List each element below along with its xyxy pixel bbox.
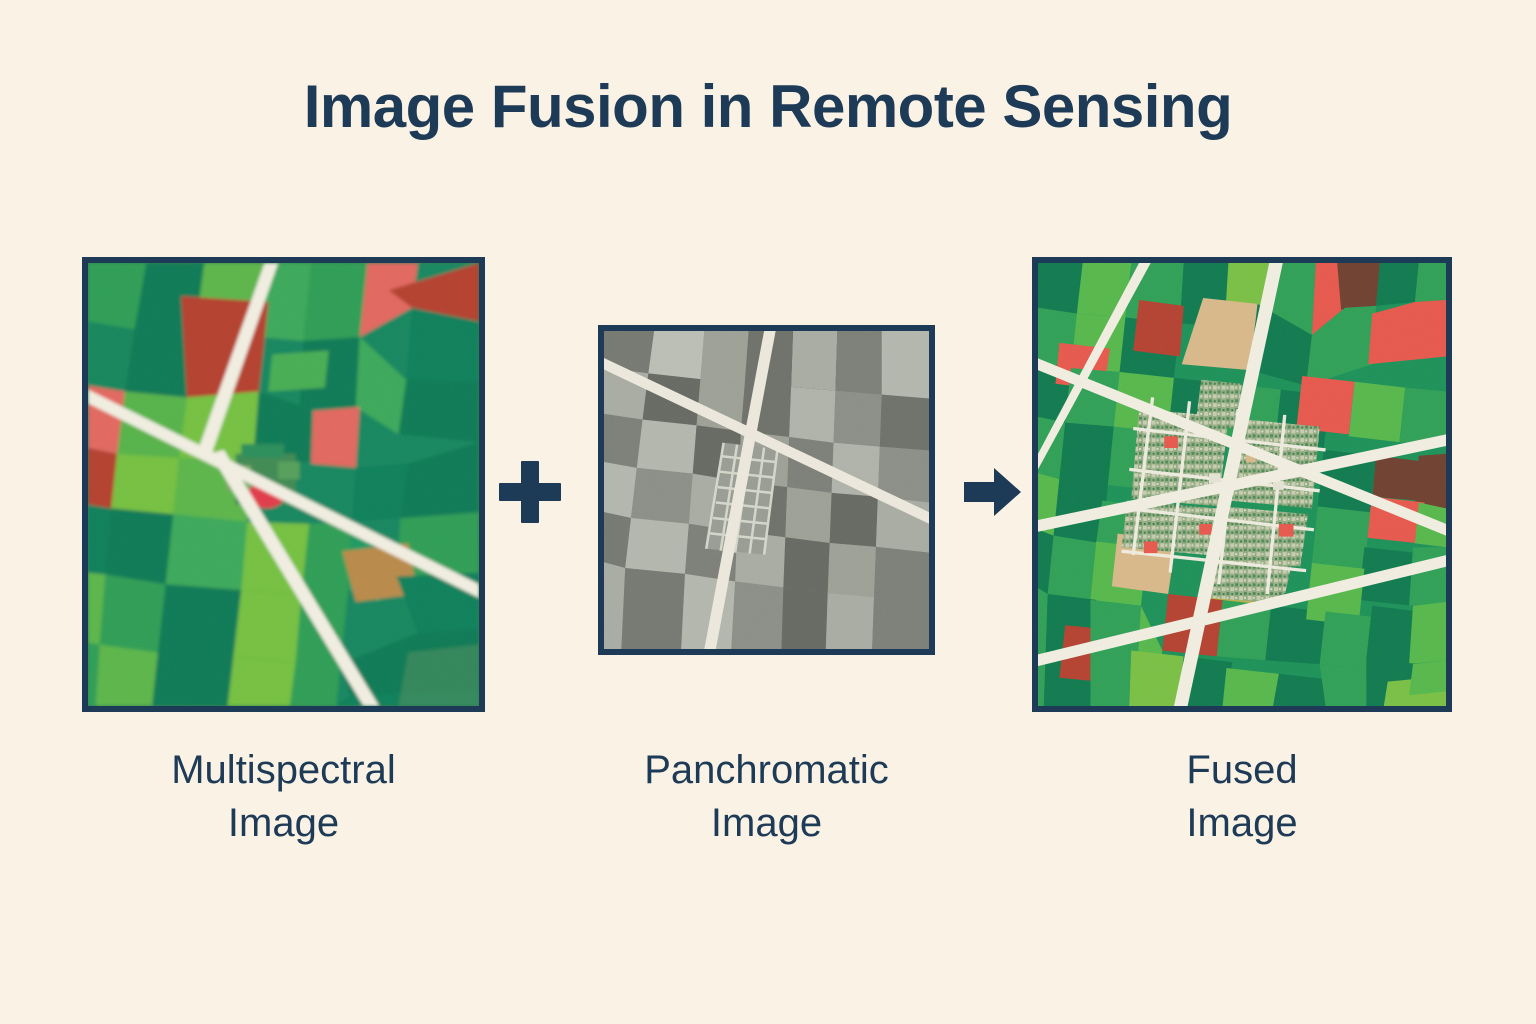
plus-vertical-bar bbox=[521, 461, 539, 523]
fused-caption: Fused Image bbox=[1032, 744, 1452, 850]
fused-aerial-graphic bbox=[1038, 263, 1446, 706]
multispectral-caption-line1: Multispectral bbox=[171, 748, 396, 792]
multispectral-aerial-graphic bbox=[88, 263, 479, 706]
panchromatic-caption-line2: Image bbox=[710, 800, 823, 845]
fused-image-panel bbox=[1032, 257, 1452, 712]
multispectral-image-panel bbox=[82, 257, 485, 712]
fused-caption-line1: Fused bbox=[1186, 748, 1298, 792]
fused-caption-line2: Image bbox=[1186, 800, 1298, 845]
panchromatic-caption-line1: Panchromatic bbox=[644, 748, 889, 792]
page-title: Image Fusion in Remote Sensing bbox=[303, 73, 1233, 140]
panchromatic-caption: Panchromatic Image bbox=[598, 744, 935, 850]
panchromatic-image-panel bbox=[598, 325, 935, 655]
arrow-right-icon bbox=[964, 468, 1021, 516]
plus-operator-icon bbox=[499, 461, 561, 523]
panchromatic-aerial-graphic bbox=[604, 331, 929, 649]
arrow-right-operator-icon bbox=[964, 464, 1022, 520]
multispectral-caption: Multispectral Image bbox=[82, 744, 485, 850]
multispectral-caption-line2: Image bbox=[227, 800, 340, 845]
